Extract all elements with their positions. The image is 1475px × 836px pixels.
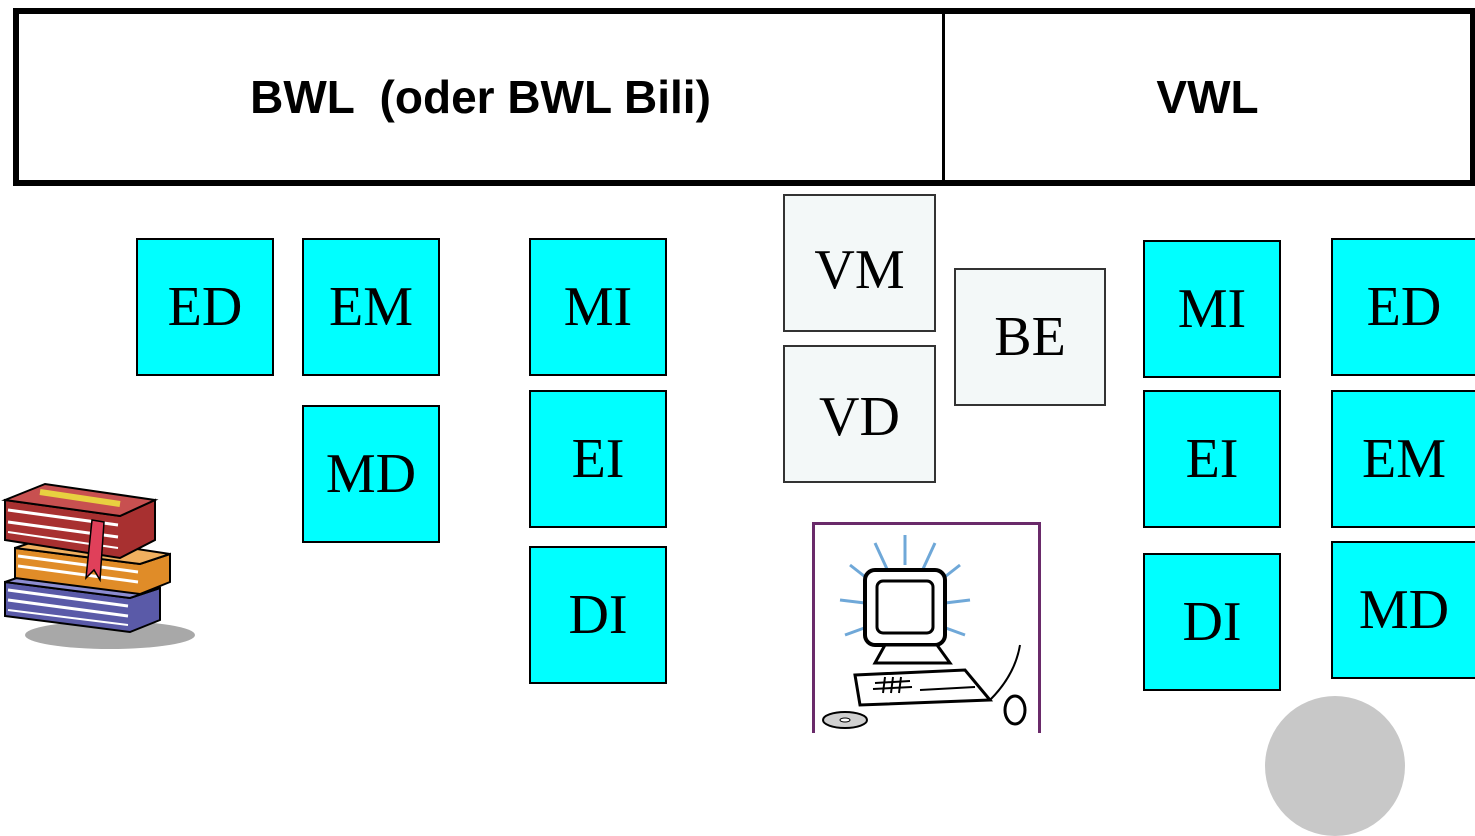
books-clipart-icon [1, 482, 195, 649]
vwl-box-ei: EI [1143, 390, 1281, 528]
computer-clipart-icon [822, 535, 1027, 729]
bwl-box-mi: MI [529, 238, 667, 376]
header-vwl-label: VWL [1156, 71, 1259, 123]
bwl-box-ei: EI [529, 390, 667, 528]
header-table: BWL (oder BWL Bili) VWL [13, 8, 1475, 186]
bwl-box-di: DI [529, 546, 667, 684]
vwl-box-di: DI [1143, 553, 1281, 691]
gray-circle-shape [1265, 696, 1405, 836]
vwl-box-em: EM [1331, 390, 1475, 528]
center-box-be: BE [954, 268, 1106, 406]
center-box-vd: VD [783, 345, 936, 483]
center-box-vm: VM [783, 194, 936, 332]
bwl-box-ed: ED [136, 238, 274, 376]
vwl-box-md: MD [1331, 541, 1475, 679]
bwl-box-em: EM [302, 238, 440, 376]
vwl-box-mi: MI [1143, 240, 1281, 378]
header-bwl-label: BWL (oder BWL Bili) [19, 14, 945, 180]
bwl-box-md: MD [302, 405, 440, 543]
vwl-box-ed: ED [1331, 238, 1475, 376]
computer-clipart-frame [812, 522, 1041, 733]
